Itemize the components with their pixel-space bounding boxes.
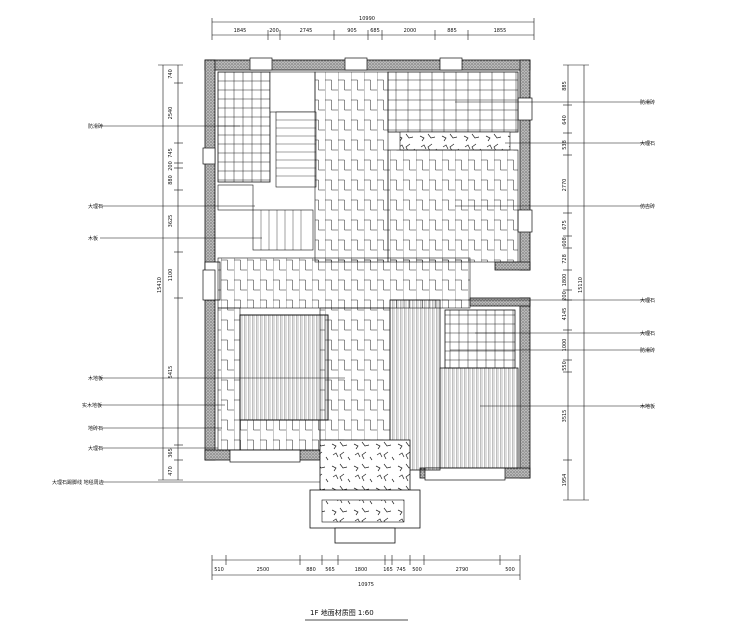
top-right-marble-strip [399,131,511,151]
top-dim-3: 2745 [300,28,313,34]
bottom-dim-4: 565 [325,567,335,573]
right-dim-14: 1954 [562,474,568,487]
left-dim-5: 880 [168,175,174,185]
right-dim-2: 640 [562,115,568,125]
right-dim-11: 1000 [562,339,568,352]
bottom-overall-dimension: 10975 [358,582,374,588]
right-dim-10: 200 [562,291,568,301]
label-right-marble-3: 大理石 [640,330,655,337]
bottom-dimension-chain: 510 2500 880 565 1800 165 745 500 2790 5… [211,555,521,588]
label-right-marble-2: 大理石 [640,297,655,304]
top-dim-1: 1845 [234,28,247,34]
left-dim-10: 470 [168,466,174,476]
right-dim-9: 4145 [562,308,568,321]
bottom-dim-8: 500 [412,567,422,573]
right-material-labels: 防滑砖 大理石 仿古砖 大理石 大理石 防滑砖 木地板 [640,99,655,410]
top-left-tile-room [217,71,271,183]
label-floor-stone: 地砖石 [88,425,103,432]
left-dim-2: 2540 [168,107,174,120]
lower-right-wood-floor [389,299,519,471]
right-dim-6: 608 [562,237,568,247]
right-dim-7: 728 [562,254,568,264]
label-antique-tile: 仿古砖 [640,203,655,210]
left-dimension-chain: 740 2540 745 200 880 3625 1100 5415 365 … [157,64,183,481]
label-marble-1: 大理石 [88,203,103,210]
label-right-wood-floor: 木地板 [640,403,655,410]
label-marble-2: 大理石 [88,445,103,452]
label-anti-slip-tile: 防滑砖 [88,123,103,130]
left-overall-dimension: 15410 [157,277,163,293]
right-dim-1: 885 [562,81,568,91]
right-dim-12: 550 [562,361,568,371]
label-right-anti-slip-2: 防滑砖 [640,347,655,354]
left-dim-8: 5415 [168,366,174,379]
top-dim-6: 2000 [404,28,417,34]
right-dim-5: 675 [562,220,568,230]
bottom-dim-2: 2500 [257,567,270,573]
bottom-dim-1: 510 [214,567,224,573]
bottom-dim-6: 165 [383,567,393,573]
bottom-dim-3: 880 [306,567,316,573]
top-dim-7: 885 [447,28,457,34]
left-material-labels: 防滑砖 大理石 木板 木地板 实木地板 地砖石 大理石 大理石踢脚线 地毯周边 [52,123,104,486]
right-dim-8: 1800 [562,274,568,287]
right-overall-dimension: 15110 [578,277,584,293]
drawing-title: 1F 地面材质图 1:60 [305,608,408,621]
right-dimension-chain: 885 640 538 2770 675 608 728 1800 4145 2… [562,64,589,501]
label-right-marble-1: 大理石 [640,140,655,147]
bottom-dim-5: 1800 [355,567,368,573]
right-leader-lines [392,101,650,407]
label-solid-wood-floor: 实木地板 [82,402,102,409]
left-dim-9: 365 [168,448,174,458]
top-dim-2: 200 [269,28,279,34]
left-dim-4: 200 [168,161,174,171]
left-dim-1: 740 [168,69,174,79]
right-dim-13: 3515 [562,410,568,423]
label-wood-floor: 木地板 [88,375,103,382]
staircase [217,71,317,251]
left-dim-7: 1100 [168,269,174,282]
label-wood-board: 木板 [88,235,98,242]
top-overall-dimension: 10990 [359,16,375,22]
entrance-marble [309,439,421,544]
drawing-title-text: 1F 地面材质图 1:60 [310,608,374,617]
label-marble-skirting: 大理石踢脚线 地毯周边 [52,479,104,486]
windows [202,57,533,481]
bottom-dim-9: 2790 [456,567,469,573]
top-dim-8: 1855 [494,28,507,34]
right-dim-3: 538 [562,140,568,150]
lower-left-wood-floor [239,314,329,421]
top-dim-5: 685 [370,28,380,34]
left-dim-6: 3625 [168,215,174,228]
bottom-dim-10: 500 [505,567,515,573]
bottom-dim-7: 745 [396,567,406,573]
left-leader-lines [100,125,345,483]
top-dim-4: 905 [347,28,357,34]
right-dim-4: 2770 [562,179,568,192]
label-right-anti-slip: 防滑砖 [640,99,655,106]
top-dimension-chain: 10990 1845 200 2745 905 685 2000 885 185… [211,16,535,40]
right-bathroom-tile [444,309,516,369]
left-dim-3: 745 [168,148,174,158]
